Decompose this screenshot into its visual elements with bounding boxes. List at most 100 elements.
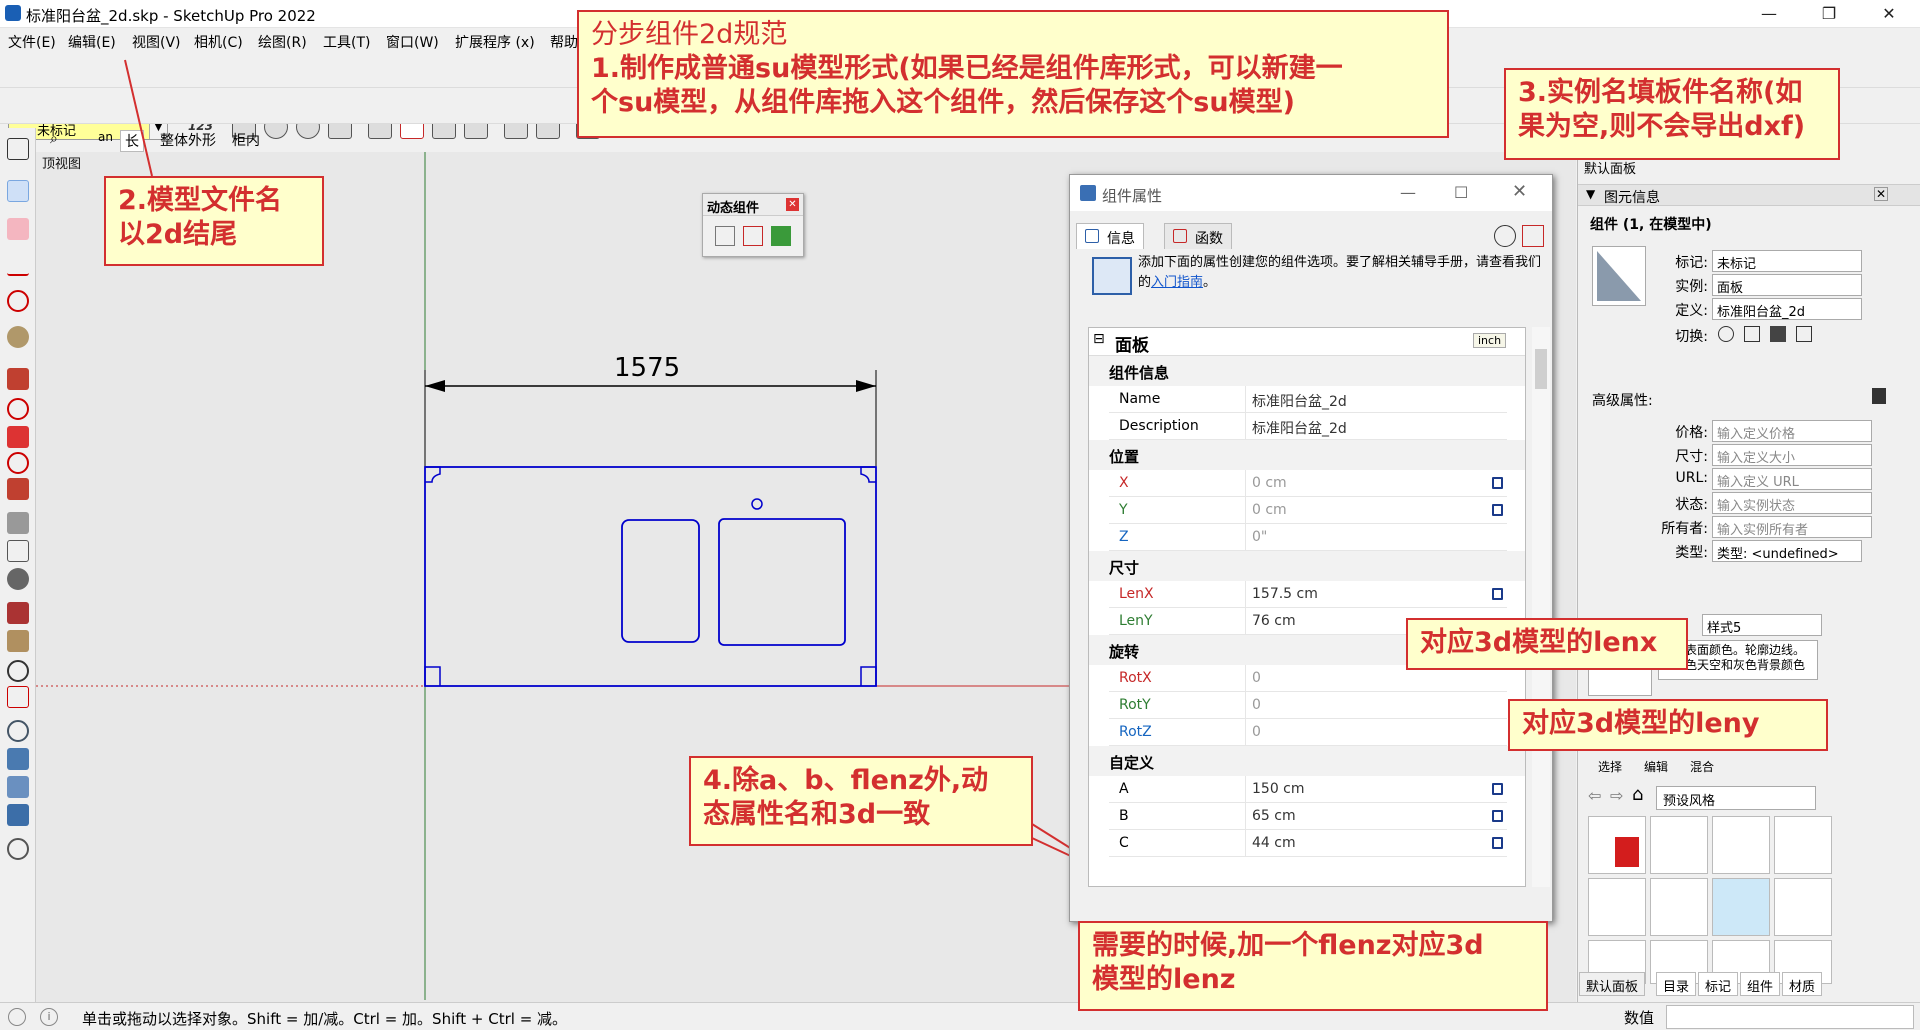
url-field[interactable]: 输入定义 URL [1712, 468, 1872, 490]
style-tile[interactable] [1588, 816, 1646, 874]
style-tile[interactable] [1588, 878, 1646, 936]
tab-cabinet-inside[interactable]: 柜内 [232, 133, 260, 149]
receive-shadows-icon[interactable] [1770, 326, 1786, 342]
measurements-box[interactable] [1666, 1005, 1914, 1029]
component-options-icon[interactable] [743, 226, 763, 246]
row-value[interactable]: 标准阳台盆_2d [1245, 413, 1347, 440]
paint-bucket-icon[interactable] [7, 602, 29, 624]
tab-length[interactable]: 长 [120, 130, 144, 152]
push-pull-icon[interactable] [7, 368, 29, 390]
scrollbar[interactable] [1532, 327, 1550, 887]
close-button[interactable]: ✕ [1512, 181, 1528, 202]
tab-info[interactable]: 信息 [1076, 223, 1144, 249]
close-icon[interactable]: ✕ [1874, 187, 1888, 201]
eraser-icon[interactable] [7, 218, 29, 240]
style-name-field[interactable]: 样式5 [1702, 614, 1822, 636]
style-tile[interactable] [1774, 816, 1832, 874]
scale-icon[interactable] [7, 478, 29, 500]
definition-field[interactable]: 标准阳台盆_2d [1712, 298, 1862, 320]
menu-edit[interactable]: 编辑(E) [68, 35, 116, 51]
pencil-icon[interactable] [7, 254, 29, 276]
tray-tab-components[interactable]: 组件 [1740, 972, 1781, 996]
close-icon[interactable]: ✕ [786, 198, 799, 211]
row-value[interactable]: 76 cm [1245, 608, 1296, 635]
row-value[interactable]: 0 cm [1245, 470, 1287, 497]
row-value[interactable]: 0" [1245, 524, 1267, 551]
walk-icon[interactable] [7, 748, 29, 770]
calculator-icon[interactable] [1492, 588, 1503, 600]
save-icon[interactable] [1872, 388, 1886, 404]
tray-tab-default[interactable]: 默认面板 [1579, 972, 1646, 996]
section-plane-icon[interactable] [7, 776, 29, 798]
calculator-icon[interactable] [1492, 810, 1503, 822]
tray-tab-tags[interactable]: 标记 [1698, 972, 1739, 996]
minimize-button[interactable]: — [1761, 4, 1777, 23]
menu-help[interactable]: 帮助 [550, 35, 578, 51]
style-tab-edit[interactable]: 编辑 [1644, 760, 1669, 774]
search-field[interactable]: an [98, 130, 113, 144]
rotate-icon[interactable] [7, 452, 29, 474]
zoom-tool-icon[interactable] [7, 660, 29, 682]
style-tile[interactable] [1712, 816, 1770, 874]
cast-shadows-icon[interactable] [1796, 326, 1812, 342]
back-icon[interactable]: ⇦ [1588, 786, 1602, 805]
lock-icon[interactable] [1744, 326, 1760, 342]
pan-icon[interactable] [7, 630, 29, 652]
menu-file[interactable]: 文件(E) [8, 35, 56, 51]
row-value[interactable]: 0 [1245, 665, 1261, 692]
zoom-icon[interactable] [7, 138, 29, 160]
row-value[interactable]: 150 cm [1245, 776, 1305, 803]
getting-started-link[interactable]: 入门指南 [1151, 275, 1204, 290]
tape-measure-icon[interactable] [7, 512, 29, 534]
component-attributes-icon[interactable] [771, 226, 791, 246]
orbit-icon[interactable] [7, 568, 29, 590]
search-icon[interactable]: ⌕ [50, 131, 58, 147]
tray-tab-outliner[interactable]: 目录 [1656, 972, 1697, 996]
calculator-icon[interactable] [1492, 504, 1503, 516]
menu-tools[interactable]: 工具(T) [323, 35, 371, 51]
tab-outline[interactable]: 整体外形 [160, 133, 216, 149]
pie-icon[interactable] [7, 326, 29, 348]
status-field[interactable]: 输入实例状态 [1712, 492, 1872, 514]
menu-view[interactable]: 视图(V) [132, 35, 181, 51]
row-value[interactable]: 44 cm [1245, 830, 1296, 857]
row-value[interactable]: 0 cm [1245, 497, 1287, 524]
instance-field[interactable]: 面板 [1712, 274, 1862, 296]
eye-icon[interactable] [1718, 326, 1734, 342]
tag-dropdown[interactable]: 未标记 [1712, 250, 1862, 272]
maximize-button[interactable]: ☐ [1454, 183, 1469, 202]
style-preset-dropdown[interactable]: 预设风格 [1656, 786, 1816, 810]
position-camera-icon[interactable] [7, 720, 29, 742]
tab-functions[interactable]: 函数 [1164, 223, 1232, 249]
style-tile[interactable] [1712, 878, 1770, 936]
price-field[interactable]: 输入定义价格 [1712, 420, 1872, 442]
info-icon[interactable]: i [40, 1008, 58, 1026]
geo-location-icon[interactable] [8, 1008, 26, 1026]
style-tab-mix[interactable]: 混合 [1690, 760, 1715, 774]
home-icon[interactable]: ⌂ [1632, 784, 1644, 805]
row-value[interactable]: 157.5 cm [1245, 581, 1318, 608]
style-tile[interactable] [1774, 878, 1832, 936]
close-button[interactable]: ✕ [1882, 4, 1896, 23]
collapse-icon[interactable]: ⊟ [1093, 331, 1105, 347]
text-icon[interactable] [7, 540, 29, 562]
forward-icon[interactable]: ⇨ [1610, 786, 1624, 805]
refresh-icon[interactable] [1494, 225, 1516, 247]
maximize-button[interactable]: ❐ [1821, 4, 1837, 23]
entity-info-header[interactable]: ▼ 图元信息 ✕ [1578, 184, 1920, 206]
tray-tab-materials[interactable]: 材质 [1782, 972, 1823, 996]
scrollbar-thumb[interactable] [1535, 349, 1547, 389]
formula-toggle-icon[interactable] [1522, 225, 1544, 247]
style-tile[interactable] [1650, 878, 1708, 936]
menu-window[interactable]: 窗口(W) [386, 35, 439, 51]
calculator-icon[interactable] [1492, 477, 1503, 489]
user-icon[interactable] [7, 838, 29, 860]
